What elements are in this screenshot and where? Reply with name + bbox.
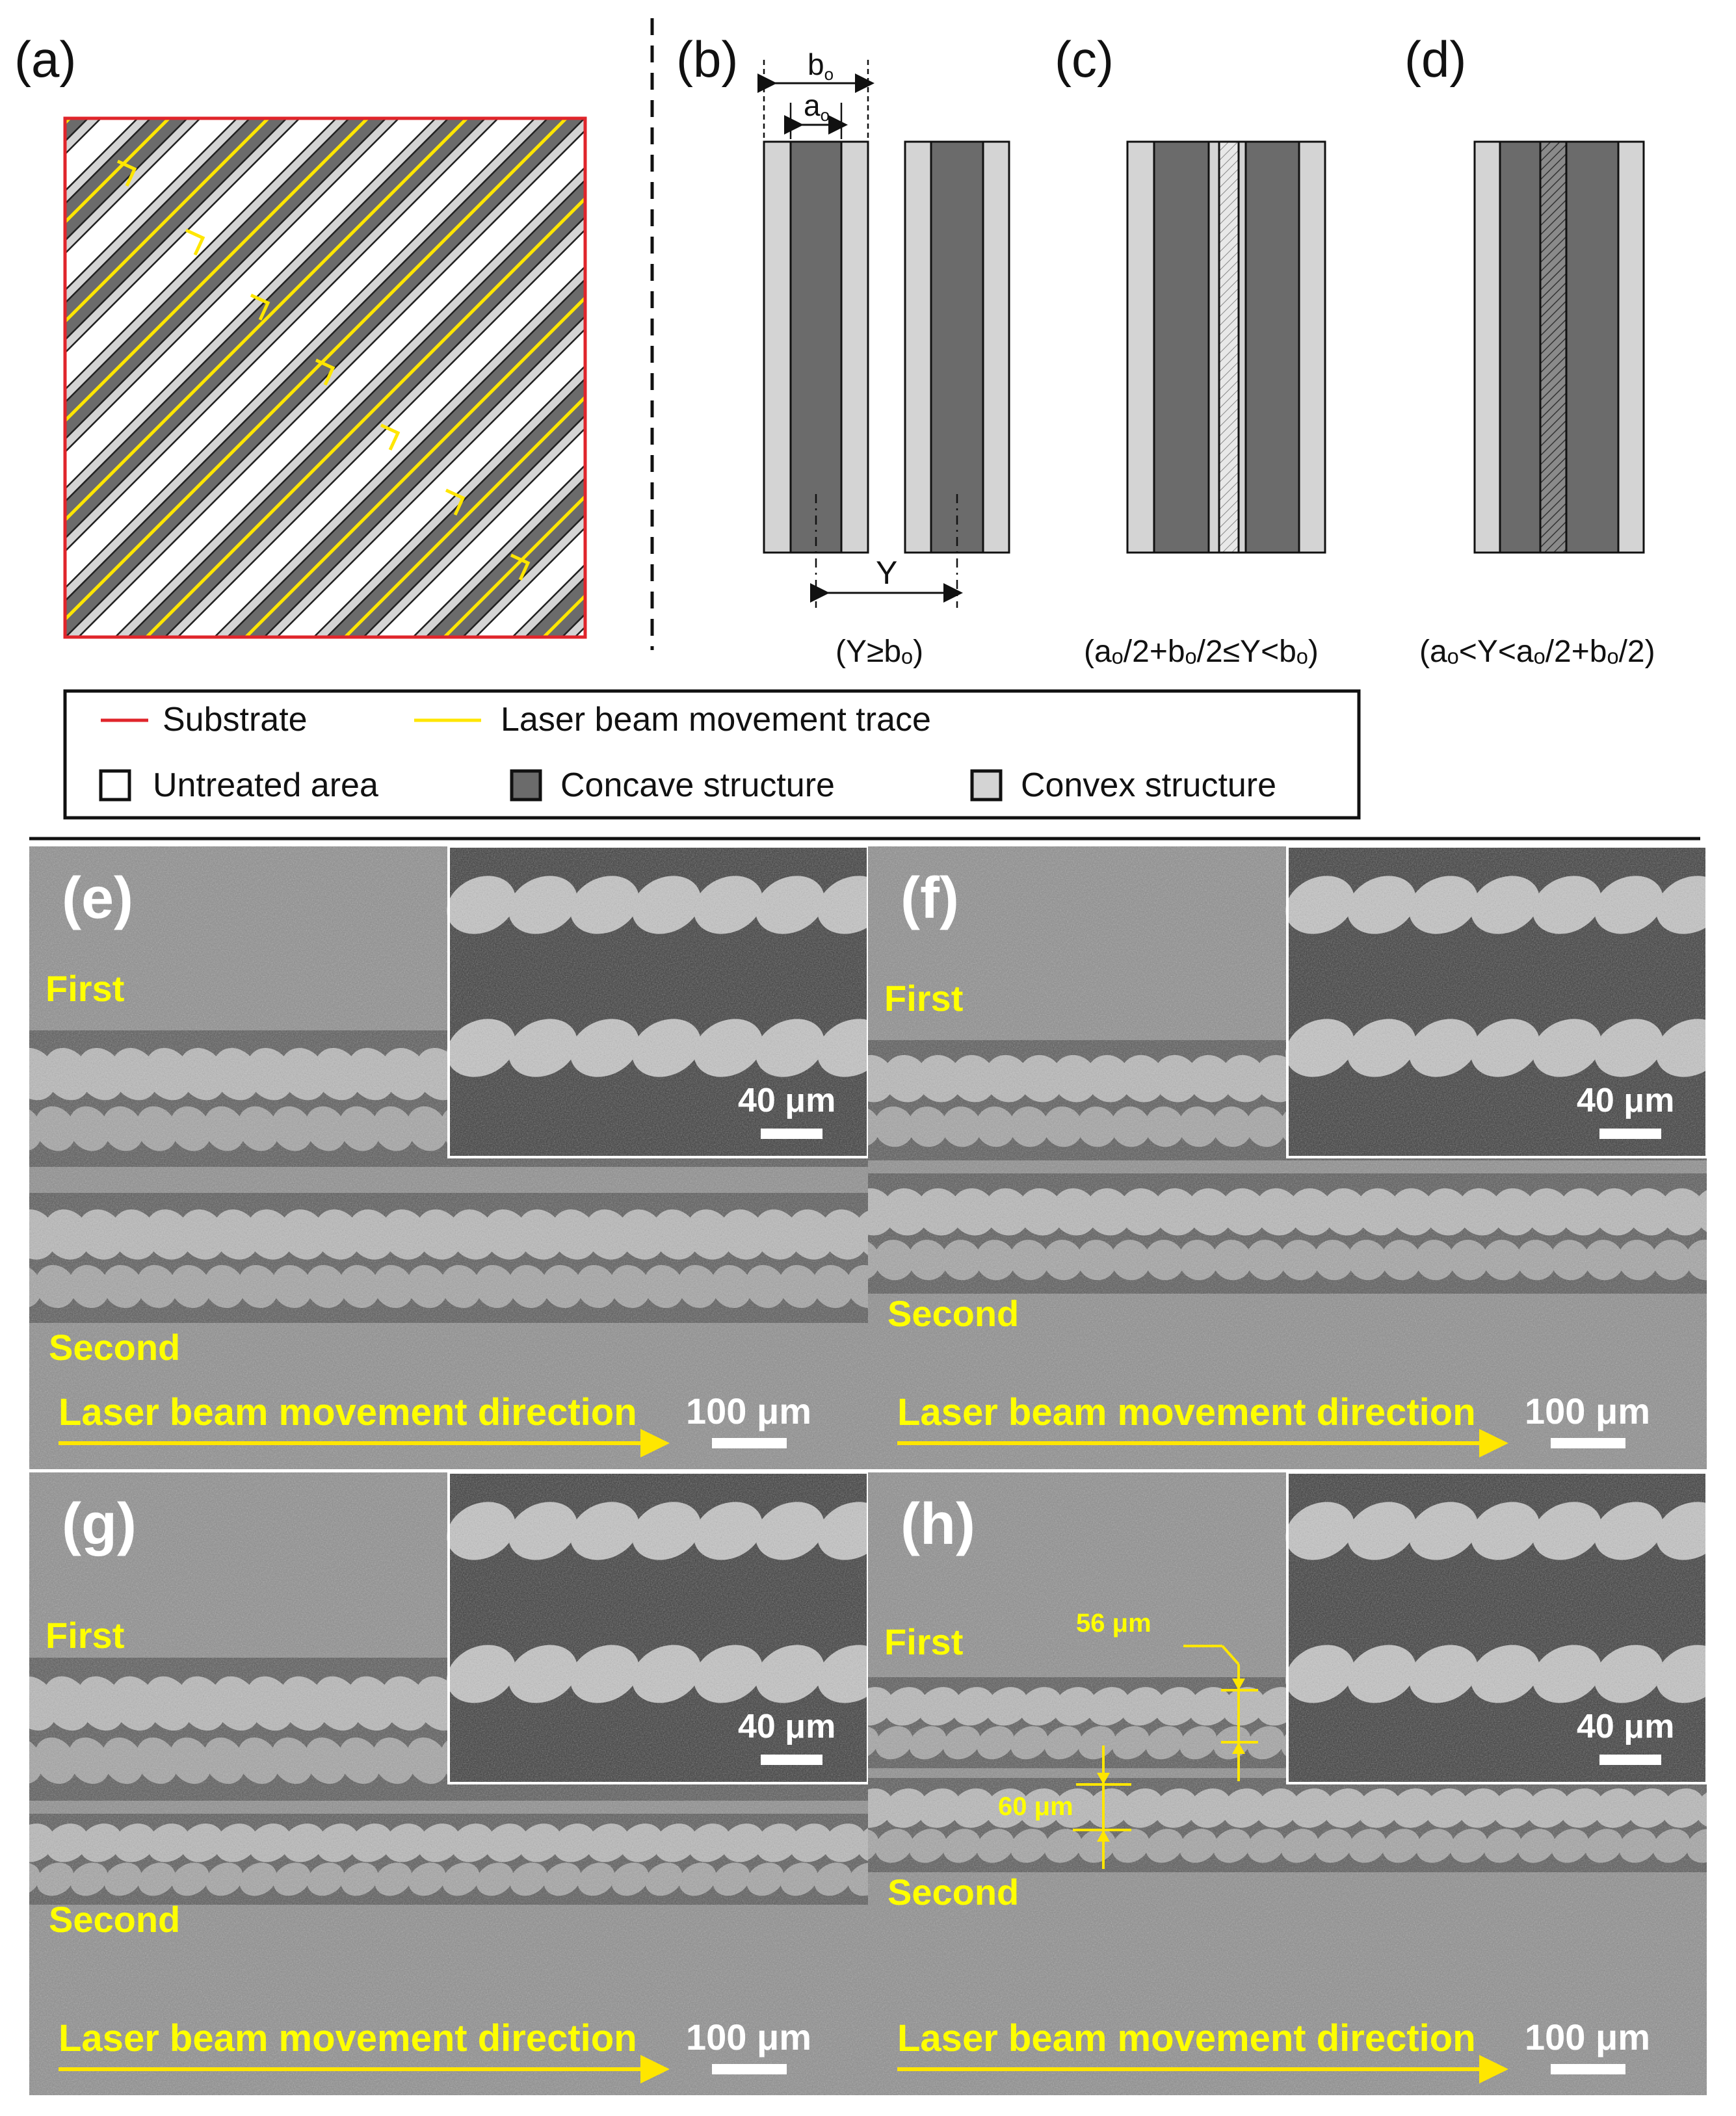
inset-scale-bar	[1599, 1129, 1661, 1139]
direction-label: Laser beam movement direction	[897, 2017, 1476, 2059]
track-pair-d	[1473, 140, 1645, 554]
inset-scale-bar	[761, 1129, 822, 1139]
panel-label-g: (g)	[62, 1492, 137, 1557]
inset-scale-bar	[761, 1755, 822, 1765]
condition-b: (Y≥bₒ)	[835, 634, 923, 669]
panel-label-f: (f)	[901, 866, 959, 931]
inset-scale-bar	[1599, 1755, 1661, 1765]
sem-panel-h	[868, 1472, 1707, 2095]
first-track-label: First	[884, 1621, 963, 1662]
laser-trace-line	[92, 144, 585, 637]
laser-trace-line	[241, 293, 585, 637]
track-pair-b	[763, 140, 1010, 554]
sem-panel-g	[29, 1472, 868, 2095]
y-dimension-label: Y	[876, 555, 897, 591]
first-track-label: First	[884, 978, 963, 1019]
trace-arrow	[445, 488, 466, 516]
a-o-label: ao	[804, 88, 830, 125]
inset-micrograph	[1285, 1472, 1707, 1784]
condition-c: (aₒ/2+bₒ/2≤Y<bₒ)	[1084, 634, 1319, 669]
inset-micrograph	[1285, 846, 1707, 1158]
inset-scale-label: 40 μm	[738, 1082, 835, 1119]
panel-label-d: (d)	[1404, 31, 1466, 88]
inset-micrograph	[447, 846, 868, 1158]
inset-scale-label: 40 μm	[1577, 1708, 1674, 1745]
laser-trace-line	[65, 118, 490, 543]
legend-substrate: Substrate	[163, 701, 308, 738]
track-pair-c	[1126, 140, 1326, 554]
inset-micrograph	[447, 1472, 868, 1784]
legend-box	[63, 689, 1361, 820]
dimension-annotations	[1073, 1645, 1258, 1869]
main-scale-label: 100 μm	[1525, 1391, 1650, 1431]
panel-label-b: (b)	[676, 31, 738, 88]
second-track-label: Second	[888, 1293, 1019, 1334]
laser-trace-line	[65, 118, 585, 637]
first-track-label: First	[46, 968, 124, 1009]
second-track-label: Second	[888, 1872, 1019, 1913]
laser-trace-line	[191, 244, 585, 637]
trace-arrow	[510, 553, 531, 581]
second-track-label: Second	[49, 1327, 180, 1368]
convex-swatch	[970, 769, 1003, 802]
legend-concave: Concave structure	[560, 766, 835, 804]
panel-label-c: (c)	[1055, 31, 1114, 88]
condition-d: (aₒ<Y<aₒ/2+bₒ/2)	[1419, 634, 1655, 669]
laser-trace-line	[65, 118, 585, 637]
main-scale-label: 100 μm	[1525, 2017, 1650, 2057]
main-scale-bar	[712, 2064, 787, 2074]
concave-swatch	[510, 769, 542, 802]
inset-scale-label: 40 μm	[738, 1708, 835, 1745]
substrate-border	[63, 116, 587, 639]
sem-panel-e	[29, 846, 868, 1469]
second-track-label: Second	[49, 1899, 180, 1940]
main-scale-bar	[1551, 1438, 1625, 1448]
laser-trace-line	[65, 118, 441, 493]
direction-arrowhead	[640, 2055, 670, 2083]
main-scale-bar	[1551, 2064, 1625, 2074]
panel-label-h: (h)	[901, 1492, 975, 1557]
legend-convex: Convex structure	[1021, 766, 1276, 804]
trace-arrow	[315, 358, 335, 386]
legend-untreated: Untreated area	[153, 766, 378, 804]
main-scale-label: 100 μm	[686, 2017, 811, 2057]
untreated-swatch	[99, 769, 131, 802]
first-track-label: First	[46, 1615, 124, 1656]
laser-direction-arrows	[116, 159, 531, 581]
trace-arrow	[380, 423, 401, 451]
main-scale-label: 100 μm	[686, 1391, 811, 1431]
laser-trace-line	[65, 118, 540, 592]
trace-arrow	[185, 228, 205, 256]
laser-trace-line	[142, 194, 585, 637]
direction-arrowhead	[640, 1429, 670, 1457]
laser-trace-line	[65, 118, 391, 443]
inset-scale-label: 40 μm	[1577, 1082, 1674, 1119]
direction-label: Laser beam movement direction	[59, 2017, 637, 2059]
direction-label: Laser beam movement direction	[59, 1391, 637, 1433]
sem-panel-f	[868, 846, 1707, 1469]
laser-trace-line	[65, 118, 585, 637]
direction-arrowhead	[1479, 1429, 1508, 1457]
panel-label-a: (a)	[14, 31, 76, 88]
legend-laser-trace: Laser beam movement trace	[501, 701, 931, 738]
dimension-56um: 56 μm	[1076, 1609, 1151, 1638]
panel-label-e: (e)	[62, 866, 133, 931]
untreated-stripe	[256, 309, 585, 637]
main-scale-bar	[712, 1438, 787, 1448]
direction-arrowhead	[1479, 2055, 1508, 2083]
direction-label: Laser beam movement direction	[897, 1391, 1476, 1433]
b-o-label: bo	[808, 47, 834, 84]
trace-arrow	[116, 159, 137, 187]
trace-arrow	[250, 293, 270, 321]
dimension-60um: 60 μm	[998, 1792, 1073, 1821]
